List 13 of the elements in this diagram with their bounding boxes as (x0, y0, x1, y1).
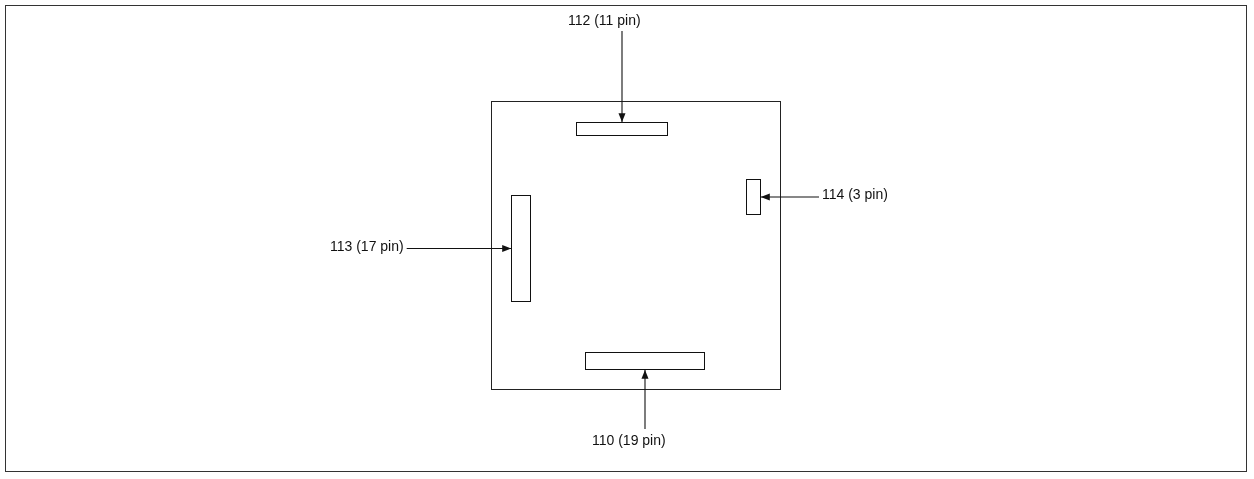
connector-block (576, 122, 668, 136)
leader-line (760, 193, 820, 201)
part-label: 110 (19 pin) (592, 432, 666, 448)
part-label: 112 (11 pin) (568, 12, 641, 28)
leader-line (406, 245, 512, 252)
leader-line (641, 369, 649, 430)
part-label: 114 (3 pin) (822, 186, 888, 202)
circuit-board (491, 101, 781, 390)
connector-block (746, 179, 761, 215)
part-label: 113 (17 pin) (330, 238, 404, 254)
leader-line (618, 30, 626, 123)
connector-block (511, 195, 531, 302)
connector-block (585, 352, 705, 370)
